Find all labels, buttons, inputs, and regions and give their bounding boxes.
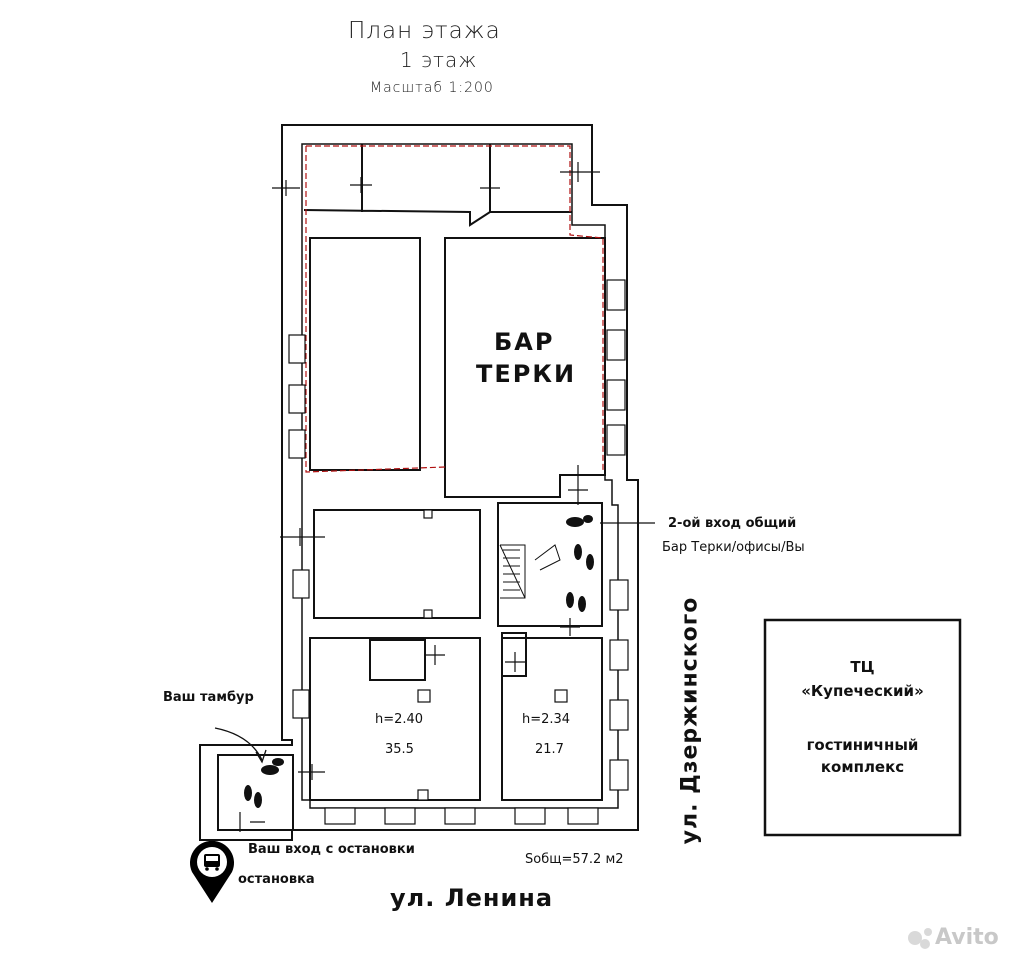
bus-stop-pin-icon [190, 840, 234, 903]
street-lenina: ул. Ленина [390, 884, 554, 912]
window-left-1 [288, 334, 306, 364]
column-a1 [417, 689, 431, 703]
entrance-from-stop-label: Ваш вход с остановки [248, 842, 415, 857]
neighbor-line1: ТЦ [850, 658, 875, 676]
neighbor-line2: «Купеческий» [801, 682, 924, 700]
room-a-area: 35.5 [385, 742, 414, 757]
room-b-area: 21.7 [535, 742, 564, 757]
window-left-2 [288, 384, 306, 414]
window-right-7 [609, 699, 629, 731]
street-dzerzhinskogo: ул. Дзержинского [677, 596, 703, 845]
window-bottom-1 [324, 807, 356, 825]
neighbor-building [763, 618, 962, 837]
bar-room [444, 237, 606, 498]
window-right-4 [606, 424, 626, 456]
room-a-height: h=2.40 [375, 712, 424, 727]
middle-room [313, 509, 481, 619]
footprint-8 [272, 758, 284, 766]
footprint-3 [574, 544, 582, 560]
bar-name-line2: ТЕРКИ [476, 360, 577, 388]
building-outline [199, 124, 639, 841]
window-bottom-3 [444, 807, 476, 825]
window-right-2 [606, 329, 626, 361]
window-right-6 [609, 639, 629, 671]
closet [369, 639, 426, 681]
footprint-6 [578, 596, 586, 612]
avito-watermark: Avito [935, 925, 999, 950]
stop-label: остановка [238, 872, 315, 887]
footprint-1 [566, 517, 584, 527]
scale-label: Масштаб 1:200 [370, 80, 494, 96]
footprint-4 [586, 554, 594, 570]
staircase [499, 544, 561, 599]
window-right-8 [609, 759, 629, 791]
total-area-label: Sобщ=57.2 м2 [525, 852, 624, 867]
window-left-4 [292, 569, 310, 599]
inner-wall-line [301, 143, 619, 809]
footprint-5 [566, 592, 574, 608]
window-right-5 [609, 579, 629, 611]
vestibule-label: Ваш тамбур [163, 690, 254, 705]
column-c [423, 509, 433, 519]
footprint-2 [583, 515, 593, 523]
room-a [309, 637, 481, 801]
column-b1 [554, 689, 568, 703]
neighbor-line4: комплекс [820, 758, 905, 776]
window-left-3 [288, 429, 306, 459]
vestibule-arrow-head [255, 749, 267, 764]
window-bottom-4 [514, 807, 546, 825]
floor-label: 1 этаж [400, 48, 478, 72]
room-b-height: h=2.34 [522, 712, 571, 727]
bar-name-line1: БАР [494, 328, 555, 356]
room-b [501, 637, 603, 801]
window-right-1 [606, 279, 626, 311]
plan-title: План этажа [348, 18, 501, 44]
left-long-room [309, 237, 421, 471]
window-bottom-2 [384, 807, 416, 825]
column-a2 [417, 789, 429, 801]
vestibule-arrow [214, 727, 263, 761]
neighbor-line3: гостиничный [806, 736, 919, 754]
avito-logo-icon [908, 928, 932, 949]
door-marks [239, 162, 600, 832]
window-bottom-5 [567, 807, 599, 825]
top-rooms-walls [303, 144, 572, 227]
footprint-9 [244, 785, 252, 801]
second-entrance-sub: Бар Терки/офисы/Вы [662, 540, 805, 555]
window-right-3 [606, 379, 626, 411]
small-box [501, 632, 527, 677]
red-outline [305, 145, 604, 473]
footprint-7 [261, 765, 279, 775]
vestibule-room [217, 754, 294, 831]
window-left-5 [292, 689, 310, 719]
stair-hall [497, 502, 603, 627]
footprint-10 [254, 792, 262, 808]
column-d [423, 609, 433, 619]
second-entrance-label: 2-ой вход общий [668, 516, 797, 531]
